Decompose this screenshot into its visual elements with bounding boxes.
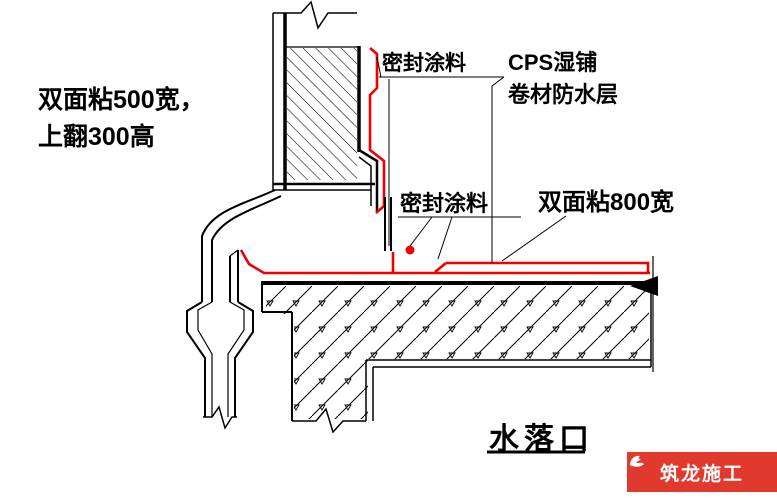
label-cps-membrane: CPS湿铺 卷材防水层 xyxy=(508,50,618,115)
section-arrow xyxy=(630,276,658,296)
drawing-title: 水落口 xyxy=(489,423,594,456)
label-seal-coating-mid: 密封涂料 xyxy=(400,191,489,216)
label-double-stick-800: 双面粘800宽 xyxy=(538,189,675,216)
sealant-dot xyxy=(405,245,415,255)
watermark-banner: 筑龙施工 xyxy=(627,452,777,492)
scupper-and-drain-pipe xyxy=(186,189,282,417)
roof-slab-section xyxy=(261,256,655,421)
label-double-stick-500-line2: 上翻300高 xyxy=(38,122,155,151)
label-double-stick-500: 双面粘500宽， 上翻300高 xyxy=(38,86,205,160)
parapet-wall xyxy=(272,13,379,212)
membrane-red-lines xyxy=(239,47,650,275)
zhulong-logo-icon xyxy=(630,455,644,467)
watermark-text: 筑龙施工 xyxy=(659,463,744,485)
label-cps-membrane-line2: 卷材防水层 xyxy=(508,82,619,108)
cap-flashing xyxy=(273,182,375,191)
label-cps-membrane-line1: CPS湿铺 xyxy=(508,50,598,75)
break-marks xyxy=(203,0,366,434)
leader-lines xyxy=(376,56,585,454)
label-double-stick-500-line1: 双面粘500宽， xyxy=(38,86,205,114)
label-seal-coating-top: 密封涂料 xyxy=(382,52,466,75)
